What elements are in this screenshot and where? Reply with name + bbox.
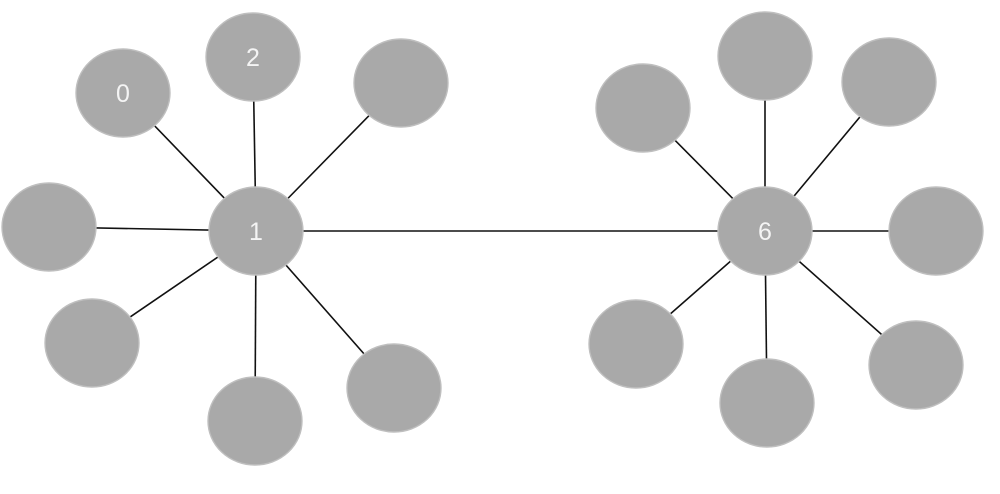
- node-circle: [346, 343, 442, 433]
- node-circle: [205, 12, 301, 102]
- node-circle: [353, 38, 449, 128]
- node-circle: [868, 320, 964, 410]
- graph-node-1: 1: [208, 186, 304, 276]
- graph-node-u13: [868, 320, 964, 410]
- graph-node-u12: [888, 186, 984, 276]
- graph-node-6: 6: [717, 186, 813, 276]
- node-circle: [208, 186, 304, 276]
- node-circle: [717, 11, 813, 101]
- graph-node-u7: [346, 343, 442, 433]
- graph-node-u5: [44, 298, 140, 388]
- graph-node-0: 0: [75, 48, 171, 138]
- node-circle: [841, 37, 937, 127]
- graph-node-u15: [588, 299, 684, 389]
- node-circle: [44, 298, 140, 388]
- nodes-layer: 02 1 6: [1, 11, 984, 466]
- node-circle: [719, 358, 815, 448]
- graph-node-u14: [719, 358, 815, 448]
- graph-node-u6: [207, 376, 303, 466]
- graph-node-u9: [717, 11, 813, 101]
- graph-node-u10: [841, 37, 937, 127]
- node-circle: [888, 186, 984, 276]
- graph-node-u3: [1, 182, 97, 272]
- node-circle: [717, 186, 813, 276]
- graph-node-2: 2: [205, 12, 301, 102]
- graph-node-u8: [595, 63, 691, 153]
- node-circle: [588, 299, 684, 389]
- node-circle: [1, 182, 97, 272]
- node-circle: [207, 376, 303, 466]
- graph-node-u2: [353, 38, 449, 128]
- node-circle: [75, 48, 171, 138]
- node-circle: [595, 63, 691, 153]
